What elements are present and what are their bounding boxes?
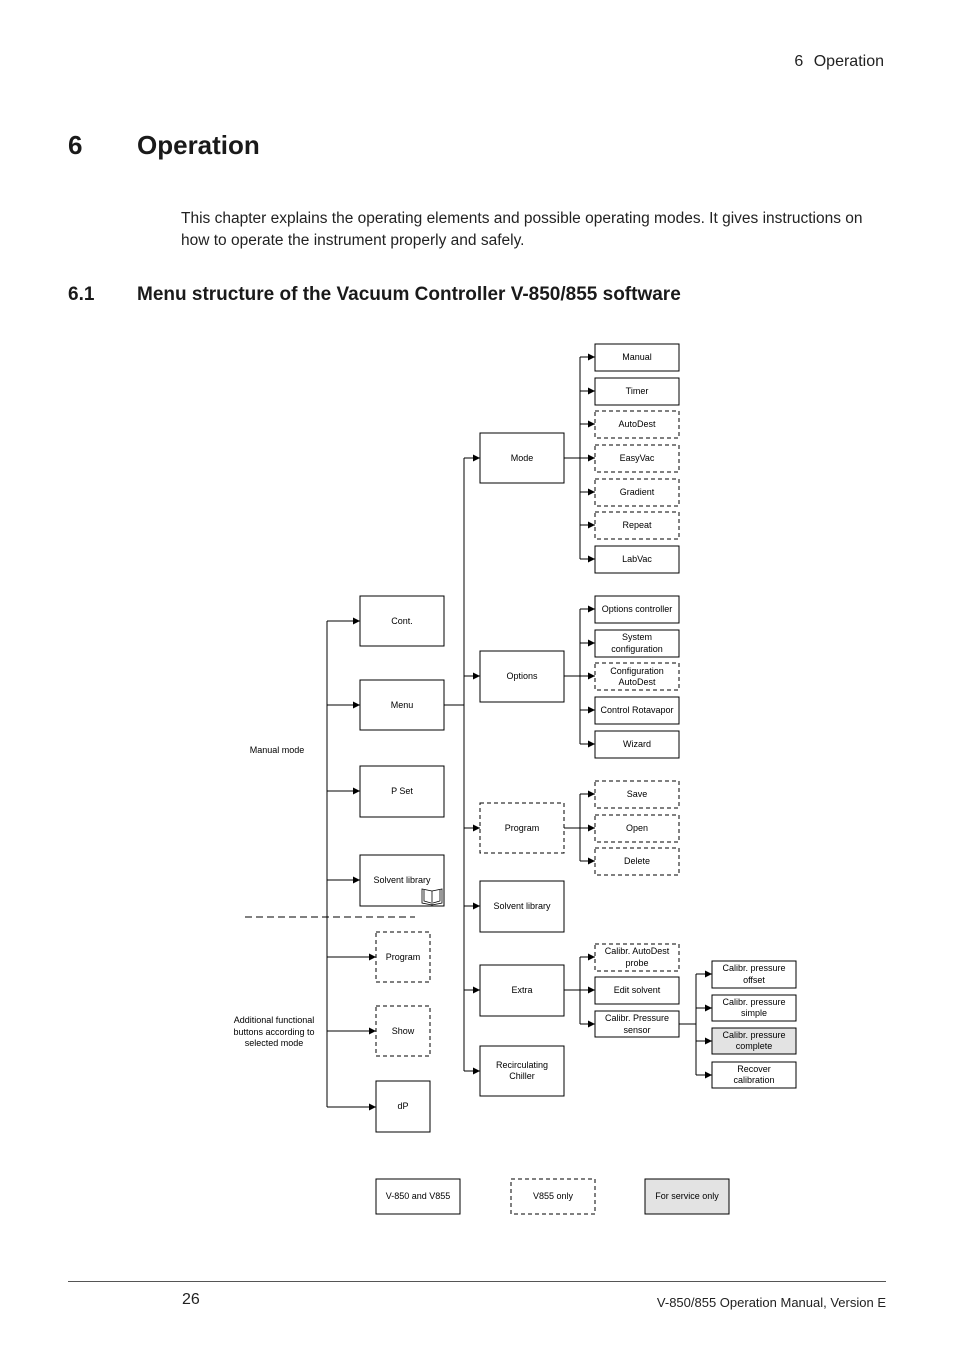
additional-label-line2: buttons according to [233, 1027, 314, 1037]
svg-text:Configuration: Configuration [610, 666, 664, 676]
svg-text:Cont.: Cont. [391, 616, 413, 626]
box-wizard: Wizard [594, 730, 680, 759]
svg-text:Show: Show [392, 1026, 415, 1036]
svg-text:Recirculating: Recirculating [496, 1060, 548, 1070]
svg-text:P Set: P Set [391, 786, 413, 796]
svg-text:EasyVac: EasyVac [620, 453, 655, 463]
box-calibr-pressure-sensor: Calibr. Pressure sensor [594, 1010, 680, 1038]
chapter-title: Operation [137, 130, 260, 160]
legend-both: V-850 and V855 [375, 1178, 461, 1215]
svg-text:V-850 and V855: V-850 and V855 [386, 1191, 451, 1201]
svg-text:Calibr. pressure: Calibr. pressure [722, 997, 785, 1007]
svg-text:calibration: calibration [733, 1075, 774, 1085]
legend-v855-only: V855 only [510, 1178, 596, 1215]
svg-text:AutoDest: AutoDest [618, 419, 656, 429]
additional-label-line3: selected mode [245, 1038, 304, 1048]
box-cont: Cont. [359, 595, 445, 647]
svg-text:complete: complete [736, 1041, 773, 1051]
box-options: Options [479, 650, 565, 703]
box-options-controller: Options controller [594, 595, 680, 624]
svg-text:Gradient: Gradient [620, 487, 655, 497]
manual-mode-label: Manual mode [250, 745, 305, 755]
box-recirculating-chiller: Recirculating Chiller [479, 1045, 565, 1097]
footer-manual-title: V-850/855 Operation Manual, Version E [656, 1295, 886, 1310]
box-delete: Delete [594, 847, 680, 876]
box-recover-calibration: Recover calibration [711, 1061, 797, 1089]
box-manual: Manual [594, 343, 680, 372]
svg-text:Repeat: Repeat [622, 520, 652, 530]
box-calibr-autodest-probe: Calibr. AutoDest probe [594, 943, 680, 972]
book-icon [421, 888, 443, 906]
page-number: 26 [182, 1291, 200, 1308]
box-show: Show [375, 1005, 431, 1057]
box-easyvac: EasyVac [594, 444, 680, 473]
box-dp: dP [375, 1080, 431, 1133]
box-gradient: Gradient [594, 478, 680, 507]
box-extra: Extra [479, 964, 565, 1017]
svg-text:Options: Options [506, 671, 538, 681]
svg-text:Options controller: Options controller [602, 604, 673, 614]
svg-text:Chiller: Chiller [509, 1071, 535, 1081]
box-calibr-pressure-simple: Calibr. pressure simple [711, 994, 797, 1022]
svg-text:configuration: configuration [611, 644, 663, 654]
svg-text:Delete: Delete [624, 856, 650, 866]
svg-text:Extra: Extra [511, 985, 532, 995]
svg-text:Save: Save [627, 789, 648, 799]
box-program-l2: Program [479, 802, 565, 854]
svg-text:Calibr. pressure: Calibr. pressure [722, 963, 785, 973]
box-menu: Menu [359, 679, 445, 731]
section-title: Menu structure of the Vacuum Controller … [137, 284, 681, 305]
intro-paragraph: This chapter explains the operating elem… [181, 210, 863, 249]
svg-text:simple: simple [741, 1008, 767, 1018]
svg-text:dP: dP [397, 1101, 408, 1111]
svg-text:probe: probe [625, 958, 648, 968]
box-configuration-autodest: Configuration AutoDest [594, 662, 680, 691]
box-system-configuration: System configuration [594, 629, 680, 658]
additional-label-line1: Additional functional [234, 1015, 315, 1025]
box-timer: Timer [594, 377, 680, 406]
svg-text:LabVac: LabVac [622, 554, 652, 564]
svg-text:Calibr. pressure: Calibr. pressure [722, 1030, 785, 1040]
box-edit-solvent: Edit solvent [594, 976, 680, 1005]
chapter-number: 6 [68, 130, 83, 160]
svg-text:Menu: Menu [391, 700, 414, 710]
svg-text:Recover: Recover [737, 1064, 771, 1074]
svg-text:Manual: Manual [622, 352, 652, 362]
svg-text:Open: Open [626, 823, 648, 833]
box-pset: P Set [359, 765, 445, 818]
box-open: Open [594, 814, 680, 843]
box-save: Save [594, 780, 680, 809]
svg-text:Wizard: Wizard [623, 739, 651, 749]
svg-text:AutoDest: AutoDest [618, 677, 656, 687]
svg-text:Solvent library: Solvent library [373, 875, 431, 885]
svg-text:Program: Program [386, 952, 421, 962]
box-labvac: LabVac [594, 545, 680, 574]
svg-text:For service only: For service only [655, 1191, 719, 1201]
svg-text:Mode: Mode [511, 453, 534, 463]
box-control-rotavapor: Control Rotavapor [594, 696, 680, 725]
svg-text:Edit solvent: Edit solvent [614, 985, 661, 995]
svg-text:Control Rotavapor: Control Rotavapor [600, 705, 673, 715]
svg-text:V855 only: V855 only [533, 1191, 574, 1201]
box-mode: Mode [479, 432, 565, 484]
svg-text:Calibr. Pressure: Calibr. Pressure [605, 1013, 669, 1023]
legend-service-only: For service only [644, 1178, 730, 1215]
svg-text:Timer: Timer [626, 386, 649, 396]
svg-text:offset: offset [743, 975, 765, 985]
box-autodest: AutoDest [594, 410, 680, 439]
box-repeat: Repeat [594, 511, 680, 540]
running-header: 6 Operation [794, 53, 884, 70]
footer-divider [68, 1281, 886, 1282]
svg-text:sensor: sensor [623, 1025, 650, 1035]
box-program-l1: Program [375, 931, 431, 983]
svg-text:System: System [622, 632, 652, 642]
svg-text:Program: Program [505, 823, 540, 833]
box-solvent-library-l2: Solvent library [479, 880, 565, 933]
box-calibr-pressure-offset: Calibr. pressure offset [711, 960, 797, 989]
svg-text:Calibr. AutoDest: Calibr. AutoDest [605, 946, 670, 956]
section-number: 6.1 [68, 284, 95, 305]
svg-text:Solvent library: Solvent library [493, 901, 551, 911]
box-calibr-pressure-complete: Calibr. pressure complete [711, 1027, 797, 1055]
